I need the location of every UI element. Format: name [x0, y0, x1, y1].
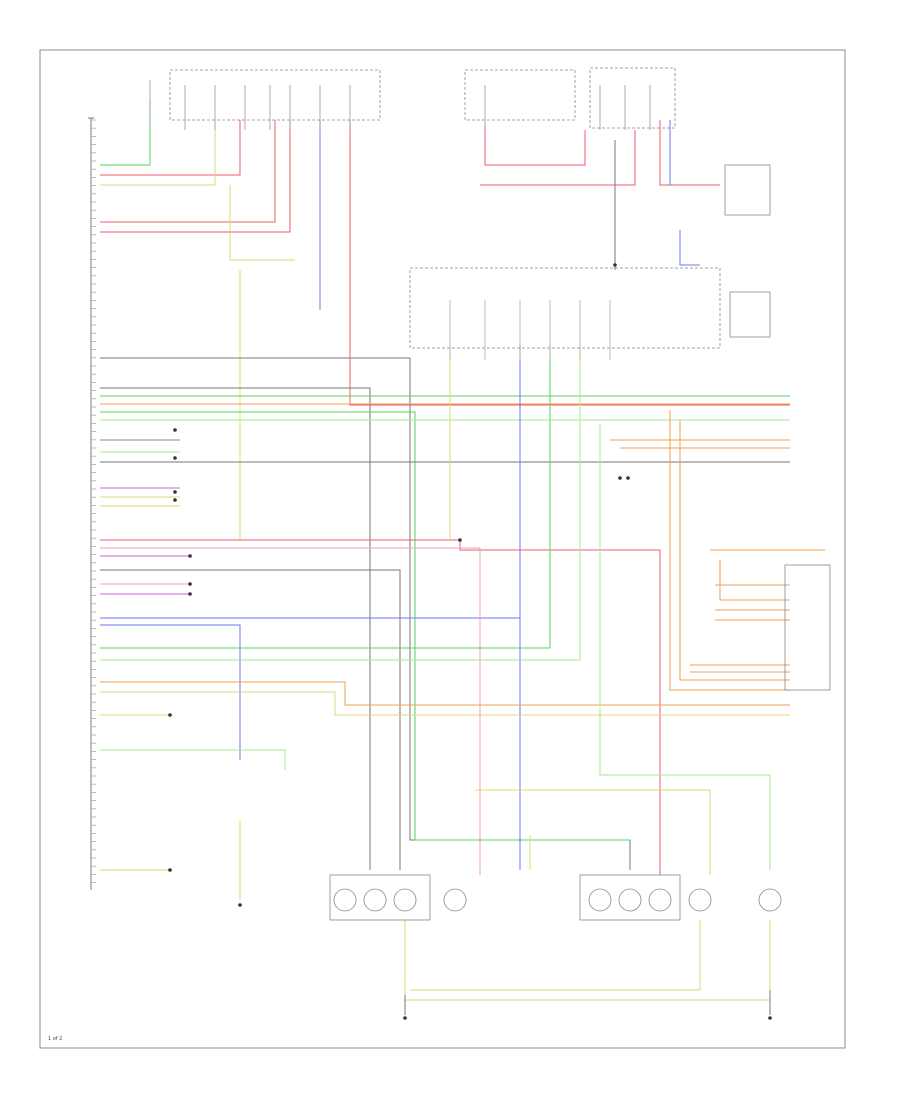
wire-orange	[719, 560, 790, 601]
wire-green	[100, 100, 151, 166]
splice-point	[188, 582, 192, 586]
wire-gray	[100, 357, 631, 870]
wire-red	[100, 120, 291, 233]
lamp-bulb	[363, 888, 387, 912]
lamp-bulb	[443, 888, 467, 912]
lamp-bulb	[333, 888, 357, 912]
wire-orange	[679, 420, 790, 681]
wire-lightgreen	[599, 425, 771, 870]
lamp-bulb	[758, 888, 782, 912]
wire-green	[100, 411, 630, 841]
page-number: 1 of 2	[48, 1036, 62, 1042]
wire-red	[100, 120, 276, 223]
switch-box	[729, 291, 771, 338]
relay-box	[589, 67, 676, 129]
wire-red	[484, 125, 586, 166]
splice-point	[238, 903, 242, 907]
lamp-switch-box	[409, 267, 721, 349]
wire-lightgreen	[100, 749, 286, 770]
wire-red	[659, 120, 720, 186]
lamp-bulb	[588, 888, 612, 912]
wire-red	[480, 130, 636, 186]
wire-layer	[100, 100, 825, 1015]
module-box	[724, 164, 771, 216]
splice-point	[403, 1016, 407, 1020]
wire-blue	[100, 624, 241, 760]
wire-yellow	[100, 691, 790, 716]
fuse-panel-box-2	[464, 69, 576, 121]
splice-point	[173, 498, 177, 502]
wire-yellow	[100, 120, 216, 186]
wire-lightgreen	[100, 345, 581, 661]
left-headlamp-box	[329, 874, 431, 921]
wire-yellow	[404, 920, 771, 1001]
wire-gray	[100, 387, 371, 870]
splice-point	[173, 490, 177, 494]
wire-green	[100, 345, 551, 649]
splice-point	[168, 713, 172, 717]
wire-pink	[100, 547, 481, 875]
wire-red	[100, 539, 661, 875]
lamp-bulb	[618, 888, 642, 912]
splice-point	[173, 456, 177, 460]
diagram-border	[39, 49, 846, 1049]
fuse-panel-box	[169, 69, 381, 121]
wire-orange	[669, 410, 790, 691]
splice-point	[613, 263, 617, 267]
splice-point	[618, 476, 622, 480]
splice-point	[626, 476, 630, 480]
wire-yellow	[410, 920, 701, 991]
right-headlamp-box	[579, 874, 681, 921]
splice-point	[188, 592, 192, 596]
component-layer	[91, 67, 831, 1020]
lamp-bulb	[648, 888, 672, 912]
wire-red	[349, 120, 790, 406]
wire-red	[100, 120, 241, 176]
splice-point	[768, 1016, 772, 1020]
wire-gray	[100, 569, 401, 870]
connector-box	[784, 564, 831, 691]
wire-orange	[100, 681, 790, 706]
wire-yellow	[475, 789, 711, 875]
wire-blue	[679, 230, 700, 266]
lamp-bulb	[393, 888, 417, 912]
splice-point	[188, 554, 192, 558]
wire-yellow	[229, 185, 295, 261]
splice-point	[173, 428, 177, 432]
lamp-bulb	[688, 888, 712, 912]
splice-point	[168, 868, 172, 872]
splice-point	[458, 538, 462, 542]
